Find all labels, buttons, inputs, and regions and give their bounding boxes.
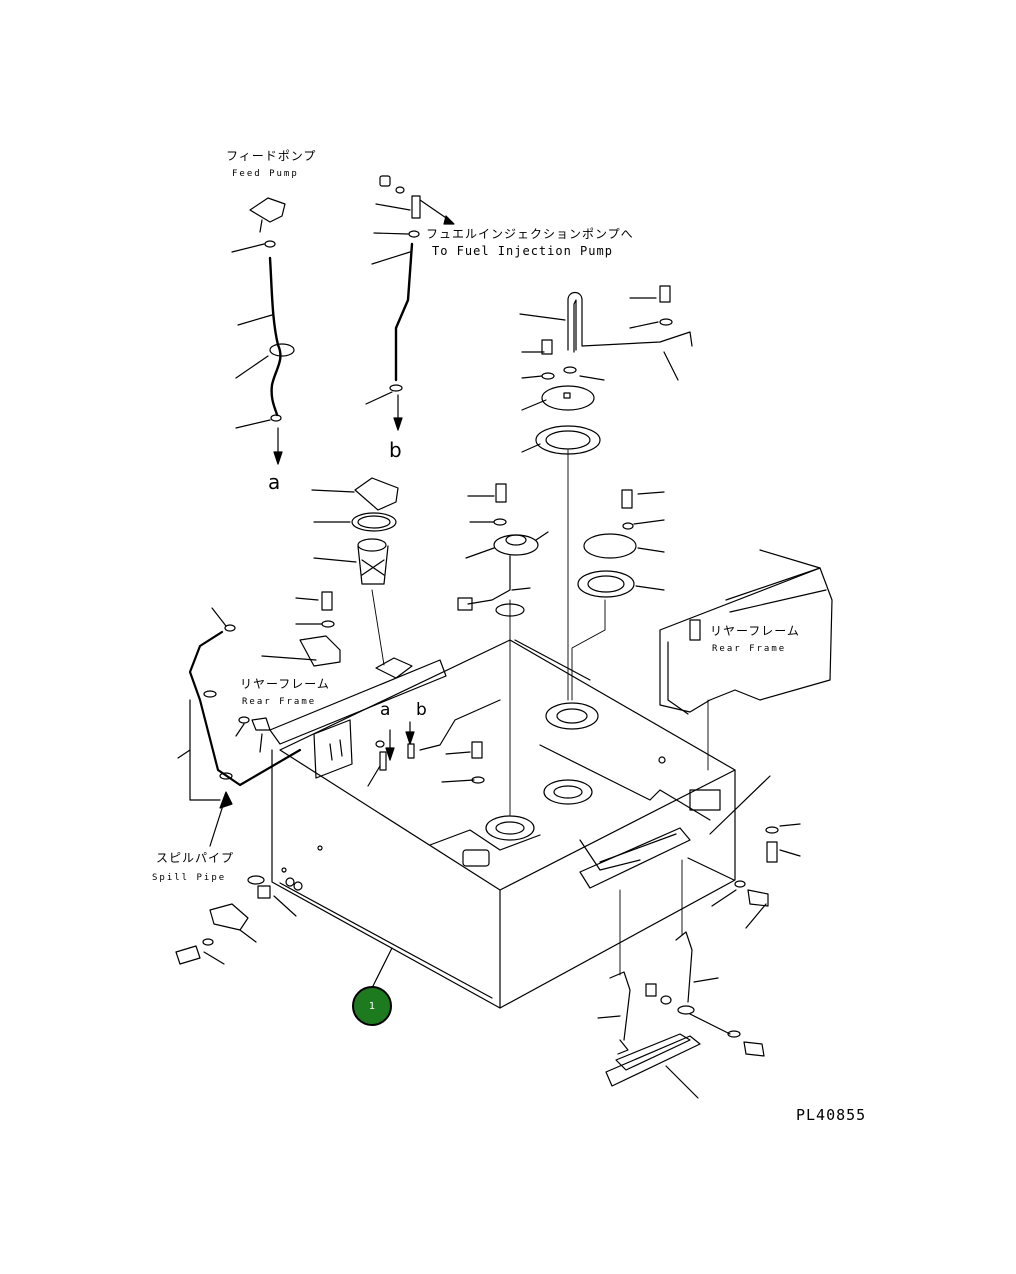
- inspection-cover: [577, 489, 665, 598]
- tank-letter-a: a: [380, 700, 391, 720]
- spill-pipe-label-jp: スピルパイプ: [156, 851, 235, 865]
- drain-valve-assembly: [175, 875, 303, 965]
- callout-leader-line: [371, 947, 393, 989]
- fuel-injection-line: [365, 175, 455, 431]
- rear-frame-right-label-en: Rear Frame: [712, 644, 787, 654]
- fuel-tank-body: [271, 639, 736, 1009]
- connection-letter-a: a: [268, 470, 281, 494]
- feed-pump-label-jp: フィードポンプ: [226, 149, 317, 163]
- exploded-axis-lines: [371, 449, 709, 976]
- feed-pump-label-en: Feed Pump: [232, 169, 299, 179]
- return-tube-assembly: [519, 285, 693, 455]
- tank-top-bolts: [281, 721, 666, 873]
- fuel-gauge-sender: [457, 483, 549, 617]
- connection-letter-b: b: [389, 438, 402, 462]
- tank-openings: [462, 702, 599, 867]
- part-callout-1[interactable]: 1: [352, 986, 392, 1026]
- rear-frame-right: [659, 549, 833, 715]
- spill-pipe-assembly: [177, 607, 302, 847]
- filler-cap-assembly: [311, 477, 413, 679]
- spill-pipe-label-en: Spill Pipe: [152, 873, 227, 883]
- rear-frame-left-label-jp: リヤーフレーム: [240, 677, 330, 691]
- rear-frame-left-label-en: Rear Frame: [242, 697, 317, 707]
- tank-letter-b: b: [416, 700, 427, 720]
- tank-straps: [579, 775, 801, 1099]
- fuel-injection-label-en: To Fuel Injection Pump: [432, 244, 613, 258]
- drawing-code: PL40855: [796, 1106, 867, 1124]
- rear-frame-right-label-jp: リヤーフレーム: [710, 624, 800, 638]
- fuel-injection-label-jp: フュエルインジェクションポンプへ: [426, 227, 634, 241]
- part-callout-number: 1: [368, 1000, 376, 1012]
- feed-pump-assembly: [231, 197, 295, 465]
- rear-frame-left: [261, 591, 447, 779]
